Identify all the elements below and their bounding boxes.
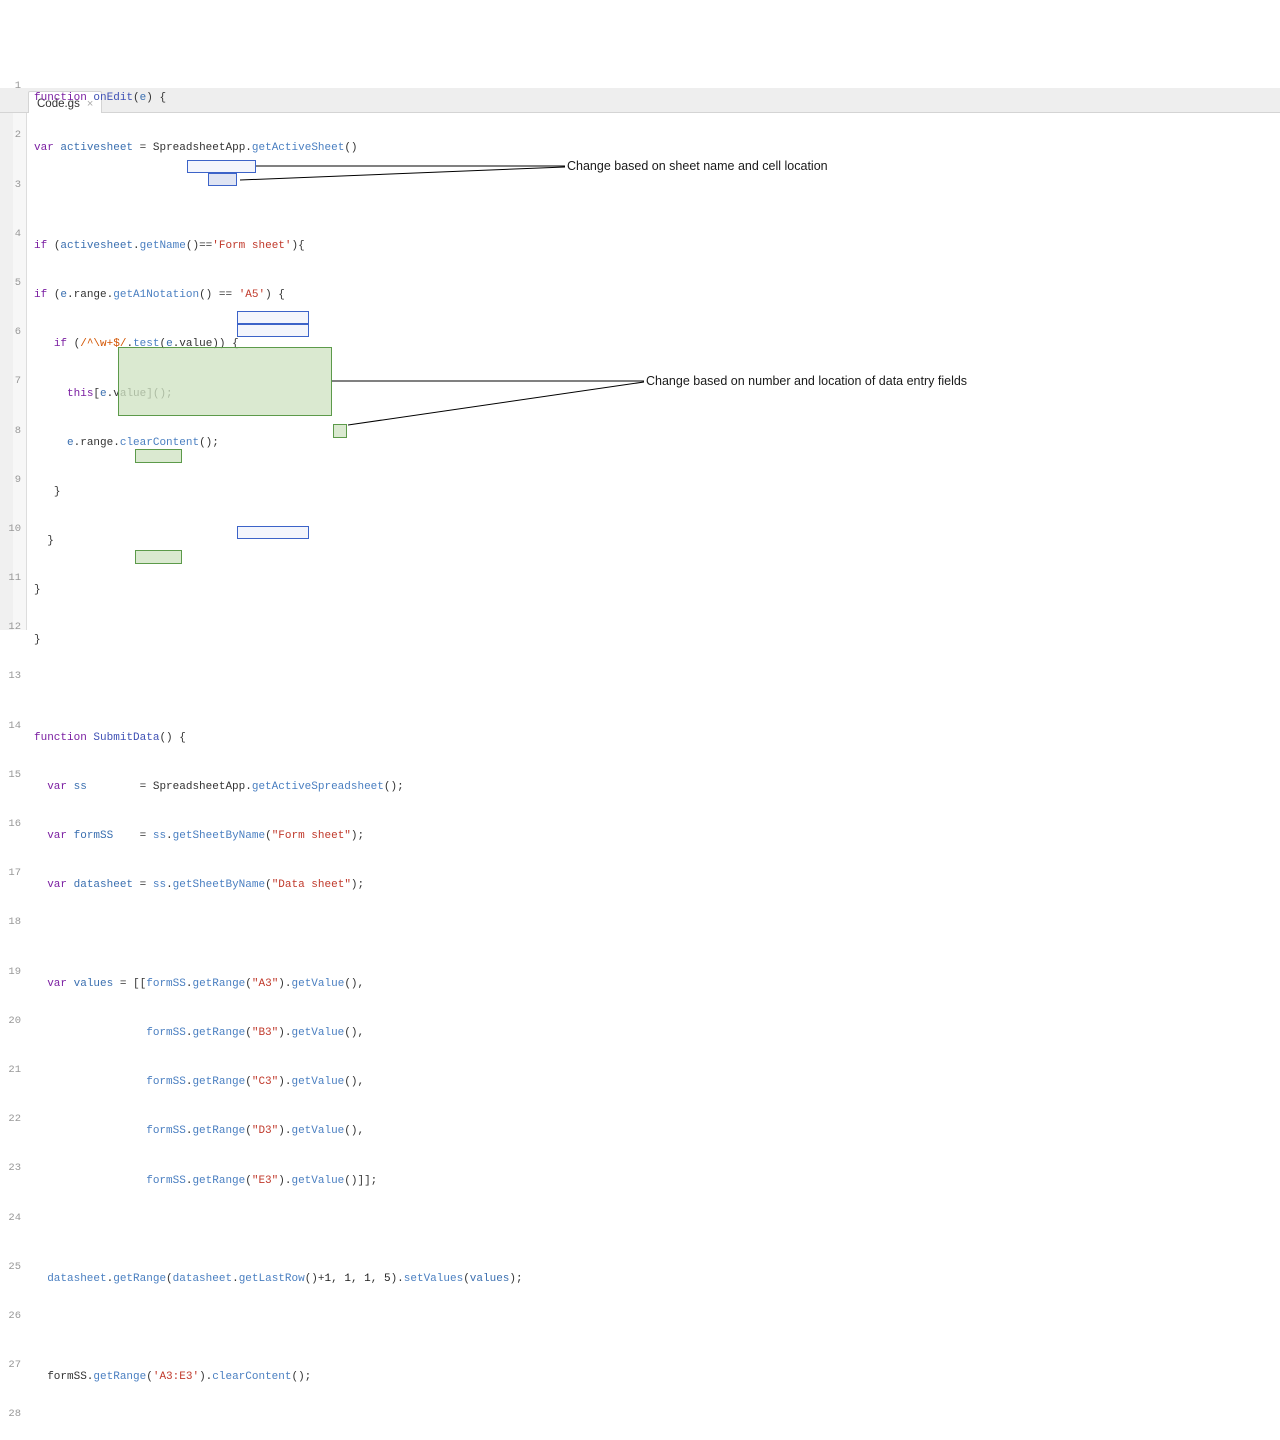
line-number: 26 [8,1309,21,1322]
line-number: 8 [14,424,21,437]
code-line: 4 if (activesheet.getName()=='Form sheet… [0,215,1280,252]
code-line: 18 [0,904,1280,928]
highlight-range-line-27[interactable] [135,449,182,463]
code-line: 3 [0,166,1280,191]
line-code[interactable]: formSS.getRange("C3").getValue(), [146,1076,365,1089]
highlight-a5-line-5[interactable] [208,173,237,186]
line-number: 15 [8,768,21,781]
code-line: 8 e.range.clearContent(); [0,412,1280,449]
highlight-form-sheet-line-16[interactable] [237,311,309,324]
code-line: 14 function SubmitData() { [0,707,1280,744]
line-code[interactable]: var ss = SpreadsheetApp.getActiveSpreads… [47,781,404,794]
line-number: 22 [8,1113,21,1126]
code-line: 25 datasheet.getRange(datasheet.getLastR… [0,1248,1280,1285]
code-line: 22 formSS.getRange("D3").getValue(), [0,1101,1280,1137]
code-line: 21 formSS.getRange("C3").getValue(), [0,1052,1280,1088]
line-code[interactable]: if (activesheet.getName()=='Form sheet')… [34,240,305,253]
code-line: 17 var datasheet = ss.getSheetByName("Da… [0,855,1280,891]
annotation-sheet-cell: Change based on sheet name and cell loca… [567,159,828,173]
highlight-data-sheet-line-17[interactable] [237,324,309,337]
line-number: 7 [14,375,21,388]
code-line: 1 function onEdit(e) { [0,68,1280,104]
line-number: 27 [8,1359,21,1372]
line-code[interactable]: formSS.getRange('A3:E3').clearContent(); [47,1371,312,1384]
line-number: 1 [14,80,21,93]
line-code[interactable]: } [34,584,41,597]
code-line: 28 [0,1396,1280,1420]
line-code[interactable]: function onEdit(e) { [34,92,167,105]
line-code[interactable]: datasheet.getRange(datasheet.getLastRow(… [47,1272,523,1285]
line-code[interactable]: var activesheet = SpreadsheetApp.getActi… [34,141,358,154]
line-number: 16 [8,818,21,830]
editor-tab-strip: Code.gs × [0,88,1280,113]
code-line: 24 [0,1199,1280,1224]
code-line: 2 var activesheet = SpreadsheetApp.getAc… [0,117,1280,153]
code-line: 16 var formSS = ss.getSheetByName("Form … [0,806,1280,842]
annotation-data-fields: Change based on number and location of d… [646,374,968,388]
line-number: 12 [8,621,21,634]
line-code[interactable]: } [53,485,61,498]
line-code[interactable]: e.range.clearContent(); [67,436,219,449]
line-number: 9 [14,473,21,486]
code-line: 15 var ss = SpreadsheetApp.getActiveSpre… [0,757,1280,793]
highlight-values-block[interactable] [118,347,332,416]
line-number: 5 [14,276,21,289]
line-code[interactable]: var formSS = ss.getSheetByName("Form she… [47,830,365,843]
line-number: 2 [14,129,21,142]
line-number: 14 [8,719,21,732]
code-line: 12 } [0,609,1280,645]
line-number: 17 [8,867,21,880]
highlight-form-sheet-line-33[interactable] [237,526,309,539]
line-code[interactable]: formSS.getRange("D3").getValue(), [146,1125,365,1138]
line-number: 28 [8,1408,21,1421]
line-number: 10 [8,522,21,535]
tab-code-gs[interactable]: Code.gs × [28,91,103,113]
line-code[interactable]: formSS.getRange("E3").getValue()]]; [146,1174,378,1187]
code-line: 11 } [0,560,1280,596]
highlight-form-sheet-line-4[interactable] [187,160,256,173]
code-line: 9 } [0,461,1280,498]
line-number: 13 [8,670,21,683]
code-line: 26 [0,1298,1280,1322]
code-line-list: 1 function onEdit(e) { 2 var activesheet… [0,31,1280,1440]
code-line: 27 formSS.getRange('A3:E3').clearContent… [0,1347,1280,1383]
line-number: 3 [14,178,21,191]
code-line: 10 } [0,511,1280,547]
tab-label: Code.gs [37,97,80,110]
line-number: 6 [14,326,21,339]
line-code[interactable]: var values = [[formSS.getRange("A3").get… [47,977,365,990]
line-number: 19 [8,965,21,978]
line-number: 21 [8,1063,21,1076]
line-number: 23 [8,1162,21,1175]
close-icon[interactable]: × [86,97,94,110]
line-code[interactable]: function SubmitData() { [34,731,186,744]
code-line: 20 formSS.getRange("B3").getValue(), [0,1002,1280,1039]
line-number: 25 [8,1260,21,1273]
line-number: 18 [8,916,21,929]
code-line: 6 if (/^\w+$/.test(e.value)) { [0,314,1280,350]
code-line: 19 var values = [[formSS.getRange("A3").… [0,953,1280,990]
line-code[interactable]: formSS.getRange("B3").getValue(), [146,1027,365,1040]
line-code[interactable]: var datasheet = ss.getSheetByName("Data … [47,879,365,892]
editor-left-rail [0,113,13,630]
line-code[interactable]: if (e.range.getA1Notation() == 'A5') { [34,289,285,302]
line-number: 24 [8,1211,21,1224]
line-code[interactable]: } [47,535,54,548]
highlight-column-count-5[interactable] [333,424,347,438]
line-number: 4 [14,227,21,240]
line-number: 20 [8,1014,21,1027]
line-code[interactable]: } [34,633,41,646]
highlight-range-line-35[interactable] [135,550,182,564]
code-line: 5 if (e.range.getA1Notation() == 'A5') { [0,265,1280,301]
code-line: 23 formSS.getRange("E3").getValue()]]; [0,1150,1280,1186]
code-line: 13 [0,658,1280,682]
line-number: 11 [8,572,21,585]
editor-line-number-gutter [13,113,27,630]
